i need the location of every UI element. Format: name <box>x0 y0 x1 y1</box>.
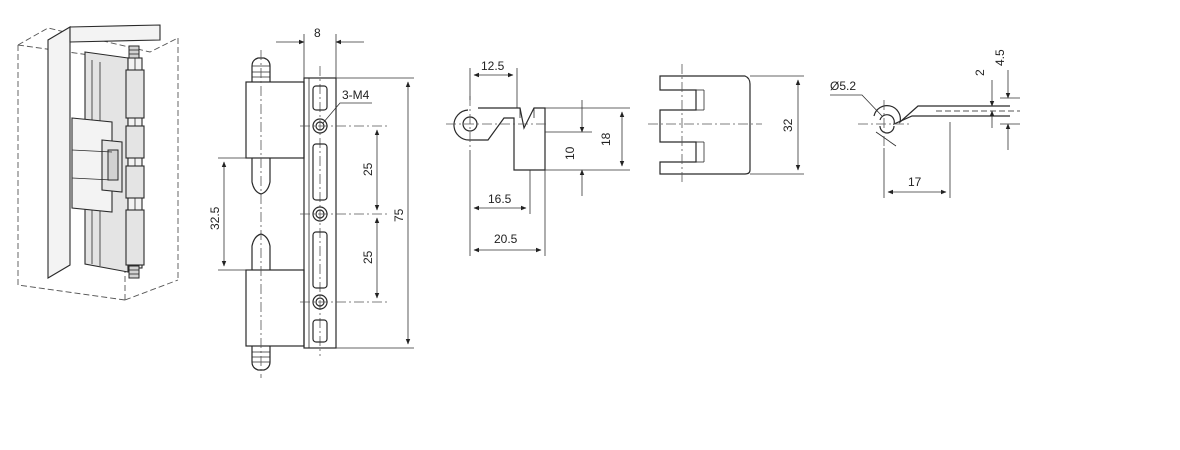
dim-label-knuckle-gap: 32.5 <box>208 206 222 230</box>
dim-profile-step: 10 <box>545 100 592 196</box>
dim-label-side-height: 32 <box>781 118 795 132</box>
dim-thickness-1: 2 <box>973 69 995 128</box>
dim-knuckle-gap: 32.5 <box>208 157 252 271</box>
dim-depth-inner: 16.5 <box>469 150 531 256</box>
dim-label-pin-diameter: Ø5.2 <box>830 79 856 93</box>
isometric-view <box>17 24 179 301</box>
dim-label-spring-length: 17 <box>908 175 922 189</box>
mounting-leaf <box>303 66 337 356</box>
dim-label-leaf-offset: 12.5 <box>481 59 505 73</box>
profile-outline <box>446 96 548 171</box>
dim-label-thickness-2: 4.5 <box>993 49 1007 66</box>
dim-thickness-2: 4.5 <box>993 49 1020 150</box>
dim-profile-height: 18 <box>545 107 630 171</box>
side-outline <box>648 64 762 184</box>
thread-callout: 3-M4 <box>322 88 372 124</box>
spring-view: Ø5.2 2 4.5 17 <box>830 49 1020 198</box>
dim-depth-outer: 20.5 <box>473 170 546 256</box>
dim-pin-diameter: Ø5.2 <box>830 79 883 117</box>
dim-hinge-width: 8 <box>276 26 364 78</box>
dim-label-profile-step: 10 <box>563 146 577 160</box>
profile-view: 12.5 18 10 16.5 20.5 <box>446 59 630 256</box>
dim-leaf-offset: 12.5 <box>469 59 518 108</box>
dim-label-depth-inner: 16.5 <box>488 192 512 206</box>
dim-label-thread: 3-M4 <box>342 88 370 102</box>
dim-overall-height: 75 <box>336 77 414 349</box>
dim-label-hole-pitch-1: 25 <box>361 162 375 176</box>
door-leaf <box>47 24 161 279</box>
dim-label-hole-pitch-2: 25 <box>361 250 375 264</box>
spring-outline <box>858 100 1020 148</box>
dim-label-depth-outer: 20.5 <box>494 232 518 246</box>
dim-label-hinge-width: 8 <box>314 26 321 40</box>
dim-label-overall-height: 75 <box>392 208 406 222</box>
dim-label-profile-height: 18 <box>599 132 613 146</box>
dim-label-thickness-1: 2 <box>973 69 987 76</box>
dim-side-height: 32 <box>750 75 804 175</box>
hinge-pin-3d <box>125 45 145 279</box>
dim-hole-pitch: 25 25 <box>361 129 380 299</box>
side-view: 32 <box>648 64 804 184</box>
knuckle-leaf <box>245 50 305 378</box>
m4-holes <box>300 118 390 310</box>
dim-spring-length: 17 <box>883 122 951 198</box>
hinge-body-3d <box>71 51 129 273</box>
front-view: 8 3-M4 25 25 75 32.5 <box>208 26 414 378</box>
